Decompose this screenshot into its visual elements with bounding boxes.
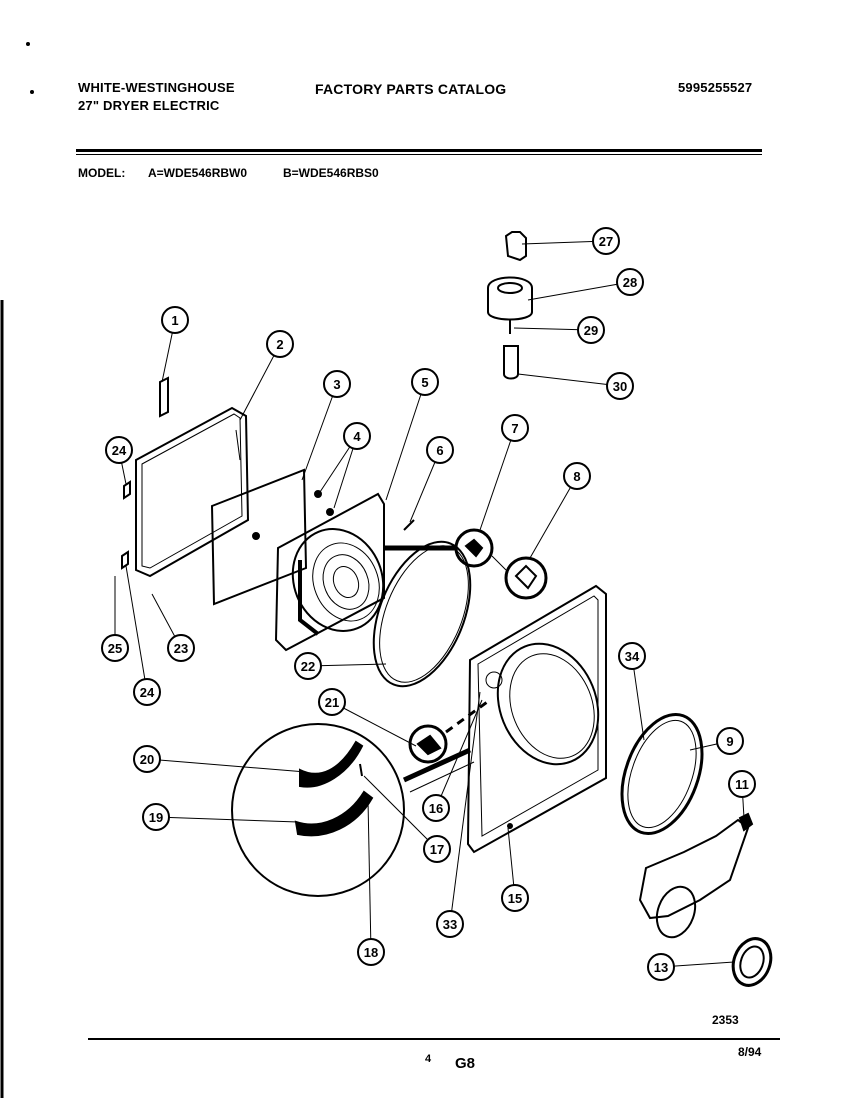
- callout-label: 13: [654, 960, 668, 975]
- part-inner-panel: [210, 468, 308, 606]
- callout-label: 34: [625, 649, 640, 664]
- callout-label: 2: [276, 337, 283, 352]
- callout-6: 6: [426, 436, 454, 464]
- callout-11: 11: [728, 770, 756, 798]
- callout-7: 7: [501, 414, 529, 442]
- callout-label: 8: [573, 469, 580, 484]
- callout-label: 20: [140, 752, 154, 767]
- callout-27: 27: [592, 227, 620, 255]
- model-row: MODEL: A=WDE546RBW0 B=WDE546RBS0: [78, 166, 379, 180]
- part-bearing-ring: [620, 712, 704, 836]
- callout-label: 1: [171, 313, 178, 328]
- callout-label: 23: [174, 641, 188, 656]
- callout-label: 11: [735, 777, 749, 792]
- callout-18: 18: [357, 938, 385, 966]
- part-clip: [123, 480, 131, 500]
- callout-8: 8: [563, 462, 591, 490]
- part-fuse-holder: [487, 276, 533, 321]
- diagram-code: 2353: [712, 1013, 739, 1027]
- part-hinge-detail: [299, 740, 364, 788]
- part-knob: [731, 937, 773, 987]
- callout-25: 25: [101, 634, 129, 662]
- part-front-panel: [466, 584, 607, 854]
- callout-15: 15: [501, 884, 529, 912]
- callout-label: 7: [511, 421, 518, 436]
- part-hinge-bracket: [159, 376, 169, 418]
- callout-label: 24: [112, 443, 127, 458]
- callout-1: 1: [161, 306, 189, 334]
- callout-4: 4: [343, 422, 371, 450]
- callout-13: 13: [647, 953, 675, 981]
- callout-label: 22: [301, 659, 315, 674]
- callout-label: 15: [508, 891, 522, 906]
- header-rule-thin: [76, 154, 762, 155]
- section-code: G8: [455, 1055, 476, 1072]
- part-switch-detail: [408, 724, 448, 764]
- callout-label: 19: [149, 810, 163, 825]
- callout-label: 9: [726, 734, 733, 749]
- scan-mark: [26, 42, 30, 46]
- callout-21: 21: [318, 688, 346, 716]
- callout-9: 9: [716, 727, 744, 755]
- catalog-number: 5995255527: [678, 80, 753, 95]
- part-clip: [121, 550, 129, 570]
- callout-label: 25: [108, 641, 122, 656]
- callout-28: 28: [616, 268, 644, 296]
- model-a: A=WDE546RBW0: [148, 166, 248, 180]
- callout-30: 30: [606, 372, 634, 400]
- part-magnified-view: [231, 723, 405, 897]
- callout-label: 30: [613, 379, 627, 394]
- callout-label: 18: [364, 945, 378, 960]
- callout-label: 16: [429, 801, 443, 816]
- catalog-title: FACTORY PARTS CATALOG: [315, 81, 507, 97]
- callout-3: 3: [323, 370, 351, 398]
- callout-label: 5: [421, 375, 428, 390]
- callout-5: 5: [411, 368, 439, 396]
- callout-label: 33: [443, 917, 457, 932]
- part-door-seal: [372, 540, 472, 688]
- part-drum-opening: [496, 642, 600, 766]
- callout-label: 24: [140, 685, 155, 700]
- callout-label: 28: [623, 275, 637, 290]
- footer-rule: [88, 1038, 780, 1040]
- callout-33: 33: [436, 910, 464, 938]
- callout-2: 2: [266, 330, 294, 358]
- callout-label: 6: [436, 443, 443, 458]
- callout-label: 17: [430, 842, 444, 857]
- header-rule: [76, 149, 762, 152]
- callout-label: 27: [599, 234, 613, 249]
- callout-label: 21: [325, 695, 339, 710]
- callout-19: 19: [142, 803, 170, 831]
- part-screw: [326, 508, 334, 516]
- part-door-latch-assembly: [638, 818, 750, 920]
- scan-mark: [30, 90, 34, 94]
- part-thermostat: [504, 231, 527, 262]
- callout-24: 24: [105, 436, 133, 464]
- callout-29: 29: [577, 316, 605, 344]
- page-number: 4: [425, 1053, 432, 1065]
- callout-22: 22: [294, 652, 322, 680]
- manufacturer-name: WHITE-WESTINGHOUSE: [78, 80, 235, 95]
- callout-16: 16: [422, 794, 450, 822]
- product-description: 27" DRYER ELECTRIC: [78, 98, 220, 113]
- callout-24b: 24: [133, 678, 161, 706]
- part-door-frame: [135, 406, 250, 578]
- callout-17: 17: [423, 835, 451, 863]
- callout-20: 20: [133, 745, 161, 773]
- part-lamp: [503, 345, 519, 380]
- part-screw: [314, 490, 322, 498]
- part-catch-detail: [504, 556, 548, 600]
- model-label: MODEL:: [78, 166, 126, 180]
- publication-date: 8/94: [738, 1045, 762, 1059]
- callout-label: 4: [353, 429, 361, 444]
- callout-34: 34: [618, 642, 646, 670]
- callout-label: 29: [584, 323, 598, 338]
- callout-23: 23: [167, 634, 195, 662]
- callout-label: 3: [333, 377, 340, 392]
- model-b: B=WDE546RBS0: [283, 166, 379, 180]
